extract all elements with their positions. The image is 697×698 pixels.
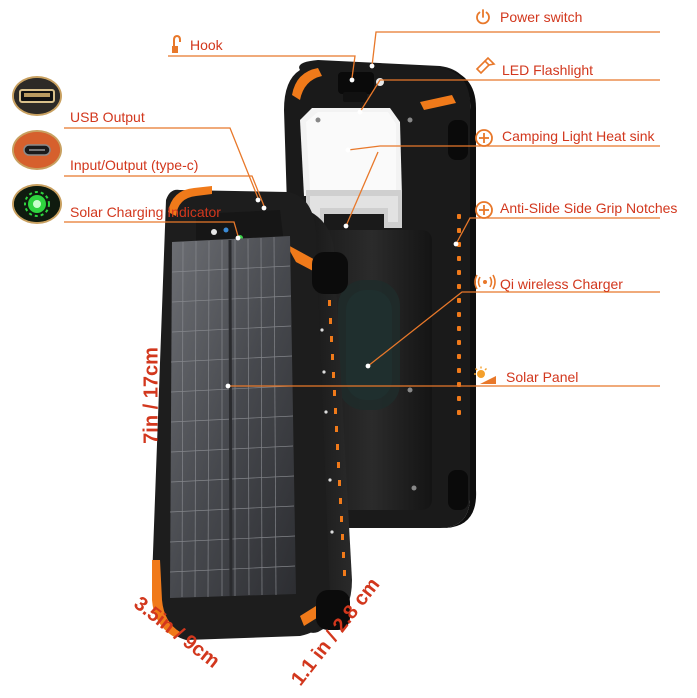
wireless-icon <box>474 274 496 290</box>
hook-label: Hook <box>190 37 223 53</box>
height-dimension: 7in / 17cm <box>140 347 163 444</box>
usb-port-circle <box>12 76 62 116</box>
led-flashlight-label: LED Flashlight <box>502 62 594 78</box>
plus-circle-icon <box>475 201 493 219</box>
typec-port-circle <box>12 130 62 170</box>
plus-circle-icon <box>475 129 493 147</box>
hook-icon <box>172 34 181 53</box>
power-switch-label: Power switch <box>500 9 583 25</box>
power-icon <box>476 9 490 25</box>
usb-port-icon <box>14 78 60 114</box>
camping-light-label: Camping Light Heat sink <box>502 128 655 144</box>
flashlight-icon <box>475 56 496 74</box>
input-output-label: Input/Output (type-c) <box>70 157 199 173</box>
qi-wireless-label: Qi wireless Charger <box>500 276 623 292</box>
solar-indicator-label: Solar Charging Indicator <box>70 204 221 220</box>
led-indicator-circle <box>12 184 62 224</box>
leader-lines <box>64 31 660 387</box>
anti-slide-label: Anti-Slide Side Grip Notches <box>500 200 678 216</box>
usb-output-label: USB Output <box>70 109 145 125</box>
solar-panel-label: Solar Panel <box>506 369 579 385</box>
leader-dots <box>225 63 459 389</box>
sun-icon <box>474 366 496 384</box>
green-led-icon <box>14 186 60 222</box>
front-unit <box>152 186 352 640</box>
typec-port-icon <box>14 132 60 168</box>
